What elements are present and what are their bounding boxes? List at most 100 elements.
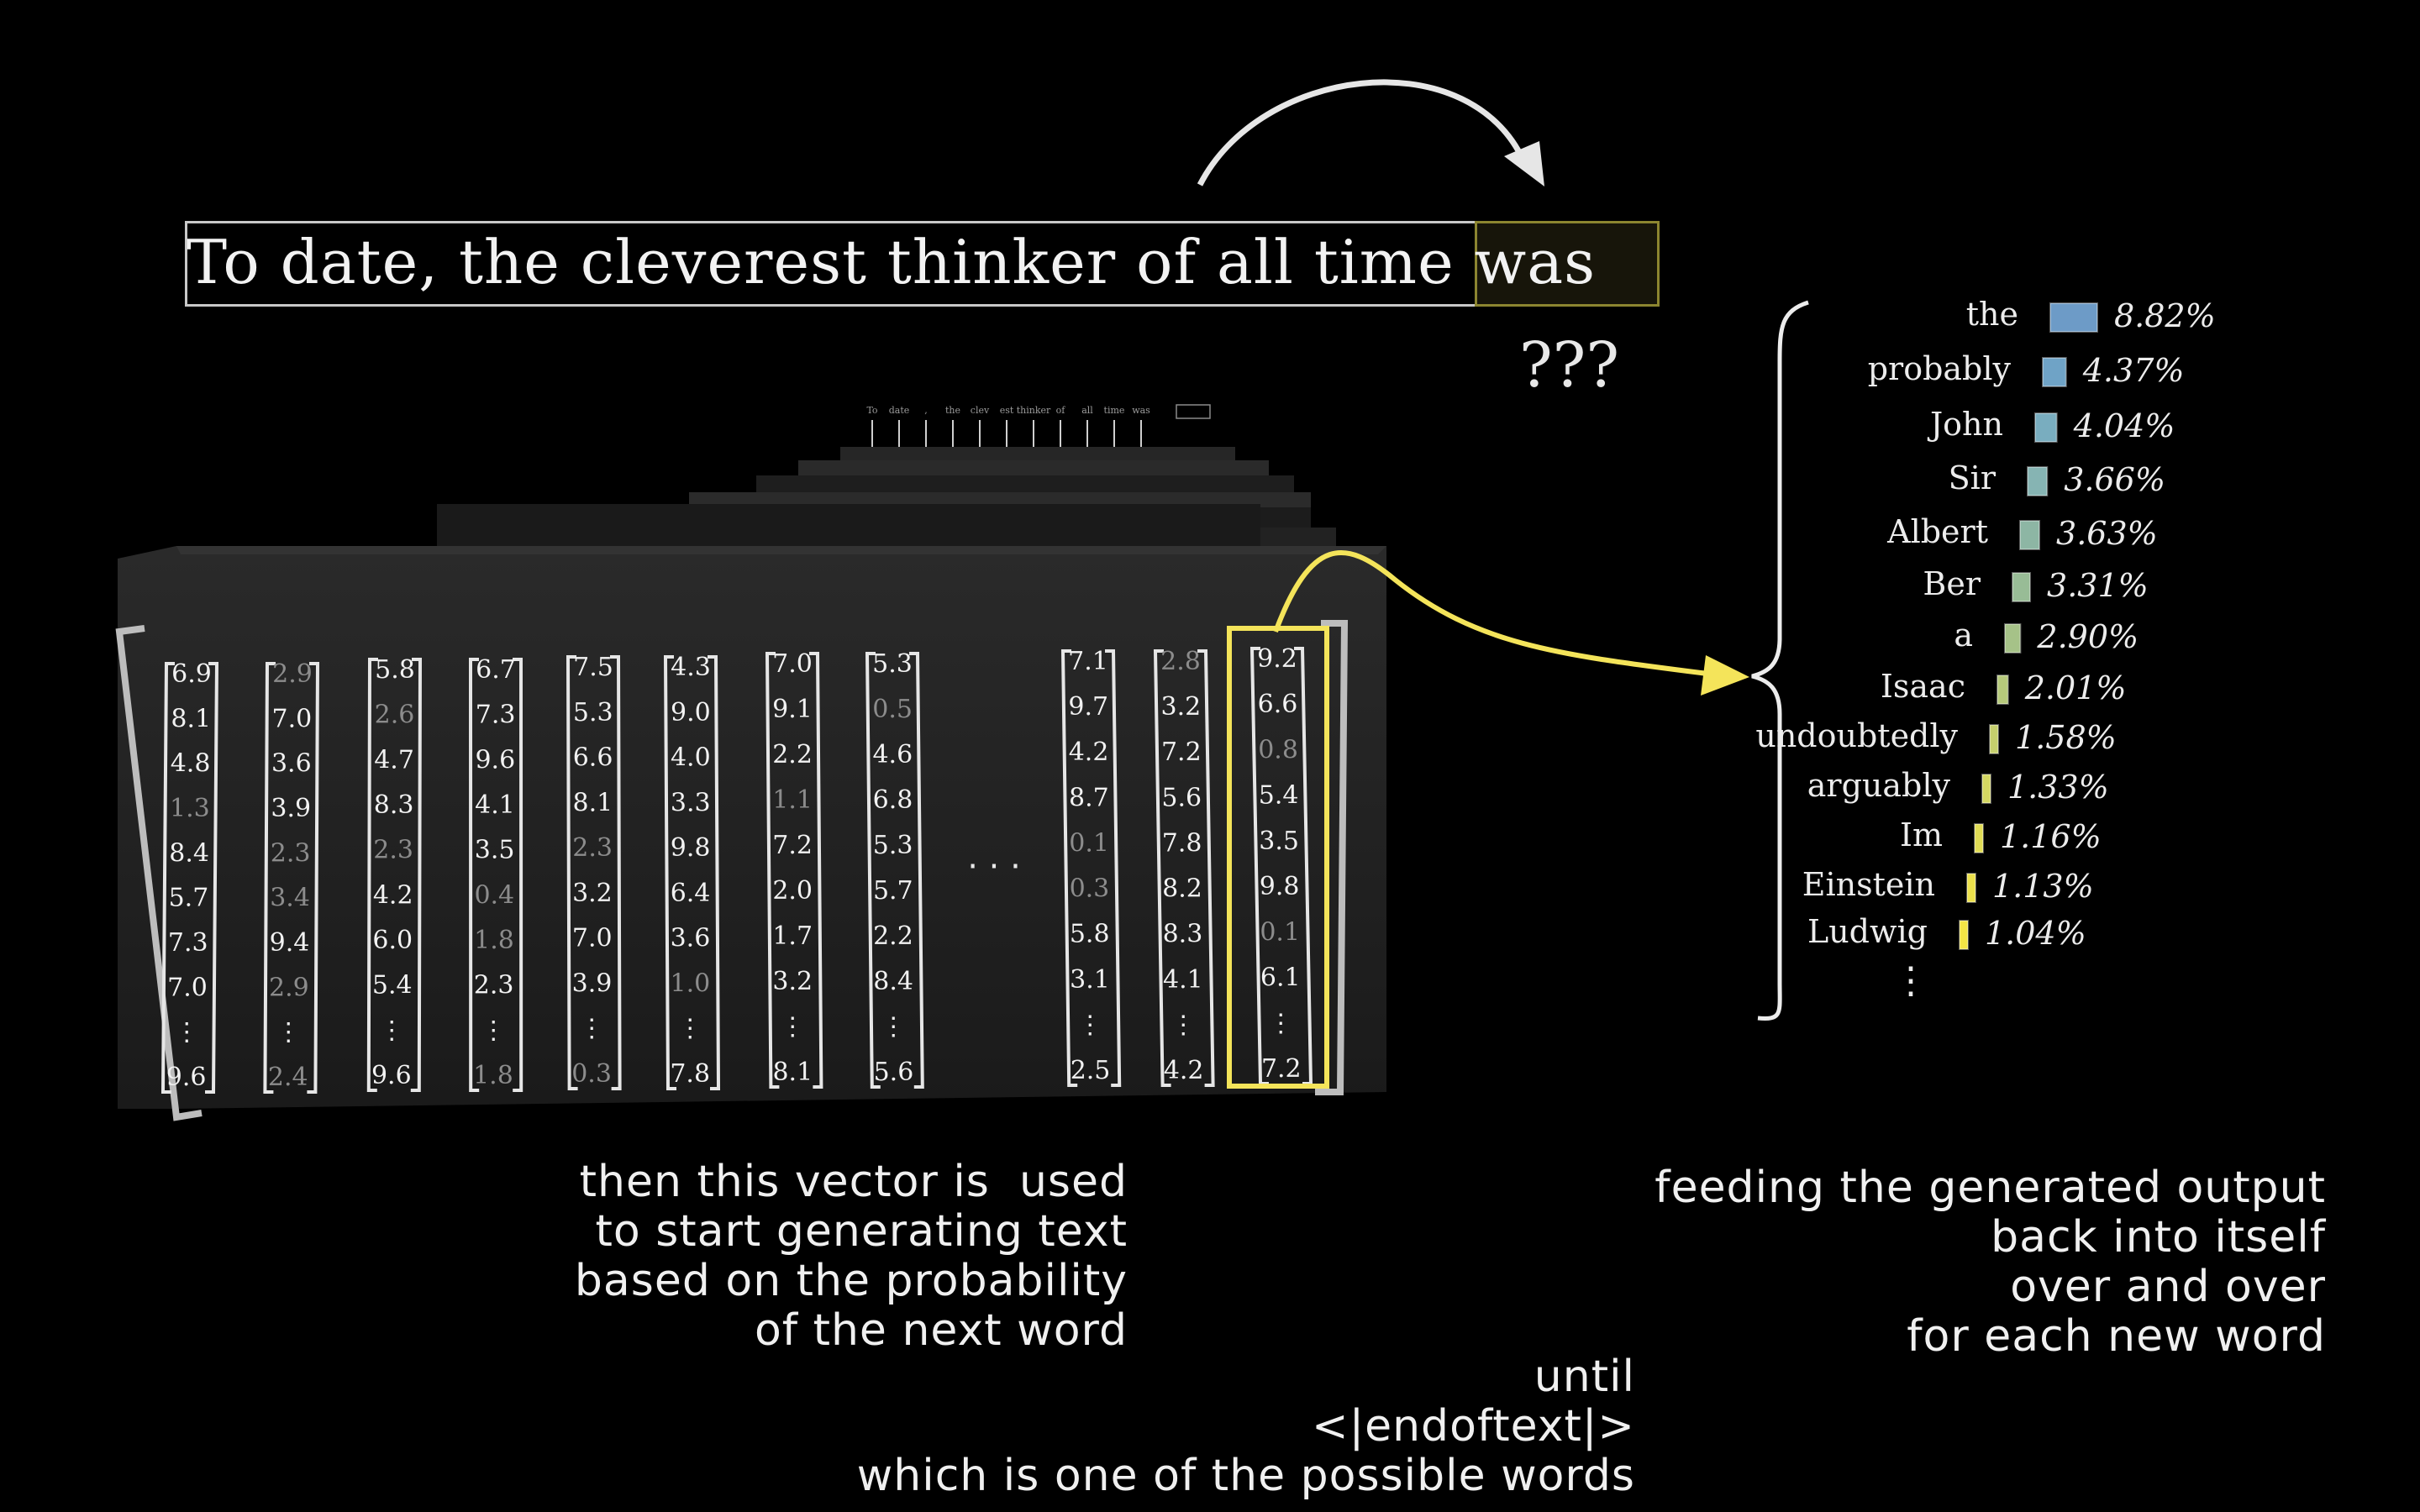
vector-value: 0.5 bbox=[872, 695, 913, 724]
front-block-top bbox=[176, 546, 1386, 554]
distribution-percent: 2.01% bbox=[2024, 669, 2127, 706]
vector-value: 1.0 bbox=[671, 969, 711, 998]
vector-value: 1.7 bbox=[772, 921, 813, 951]
vector-value: 5.3 bbox=[873, 831, 913, 860]
vector-value: 5.3 bbox=[872, 649, 913, 679]
vector-value: 6.6 bbox=[573, 743, 613, 773]
column-left-bracket bbox=[1153, 649, 1171, 1087]
vector-value: 0.1 bbox=[1069, 828, 1109, 858]
vector-value: 1.3 bbox=[170, 794, 210, 823]
vector-value: 0.1 bbox=[1260, 917, 1300, 947]
vector-value: ⋮ bbox=[1268, 1009, 1293, 1038]
distribution-percent: 2.90% bbox=[2037, 618, 2139, 655]
probability-bar bbox=[1981, 774, 1991, 804]
prompt-text: To date, the cleverest thinker of all ti… bbox=[187, 227, 1597, 297]
vector-value: 3.5 bbox=[1259, 827, 1299, 856]
distribution-word: probably bbox=[1867, 350, 2011, 387]
column-left-bracket bbox=[366, 658, 378, 1092]
vector-value: 0.3 bbox=[571, 1059, 612, 1089]
vector-value: 5.8 bbox=[375, 655, 415, 685]
vector-value: 9.8 bbox=[1260, 872, 1300, 901]
column-left-bracket bbox=[663, 655, 676, 1090]
vector-to-distribution-arrow bbox=[1273, 550, 1715, 677]
distribution-word: Isaac bbox=[1880, 668, 1965, 705]
column-left-bracket bbox=[1060, 649, 1078, 1087]
distribution-percent: 1.58% bbox=[2015, 719, 2117, 756]
vector-value: ⋮ bbox=[780, 1012, 805, 1042]
column-right-bracket bbox=[909, 652, 924, 1089]
vector-value: 2.3 bbox=[474, 971, 514, 1000]
distribution-more: ⋮ bbox=[1892, 959, 1929, 1002]
vector-value: ⋮ bbox=[276, 1018, 301, 1047]
distant-token: clev bbox=[971, 405, 990, 416]
probability-bar bbox=[2034, 412, 2058, 443]
vector-value: 3.5 bbox=[475, 836, 515, 865]
vector-value: 3.2 bbox=[572, 879, 613, 908]
vector-value: 2.0 bbox=[772, 876, 813, 906]
column-right-bracket bbox=[708, 655, 721, 1090]
vector-value: ⋮ bbox=[881, 1012, 906, 1042]
vector-value: 7.0 bbox=[272, 704, 313, 733]
distribution-word: arguably bbox=[1807, 767, 1950, 804]
vector-value: 1.8 bbox=[473, 1061, 513, 1090]
vector-value: 3.1 bbox=[1070, 965, 1110, 995]
vector-value: 0.4 bbox=[474, 880, 514, 910]
vector-value: ⋮ bbox=[379, 1016, 404, 1045]
vector-value: 8.7 bbox=[1069, 783, 1109, 812]
vector-value: 8.4 bbox=[873, 967, 913, 996]
distant-token: of bbox=[1056, 405, 1066, 416]
vector-value: 2.6 bbox=[375, 701, 415, 730]
probability-bar bbox=[1959, 920, 1969, 950]
distant-token: was bbox=[1132, 405, 1150, 416]
probability-bar bbox=[2027, 466, 2049, 496]
vector-value: 2.4 bbox=[268, 1063, 308, 1092]
vector-value: 1.8 bbox=[474, 926, 514, 955]
vector-value: ⋮ bbox=[677, 1014, 702, 1043]
probability-bar bbox=[2049, 302, 2098, 333]
vector-value: 5.7 bbox=[873, 876, 913, 906]
vector-value: 7.2 bbox=[1261, 1054, 1302, 1084]
caption-right: feeding the generated output back into i… bbox=[1655, 1163, 2326, 1362]
distant-token: time bbox=[1104, 405, 1125, 416]
vector-value: 3.4 bbox=[270, 884, 310, 913]
vector-value: 7.0 bbox=[167, 973, 208, 1002]
arrowhead-white bbox=[1504, 141, 1544, 186]
distribution-bars bbox=[1959, 302, 2098, 950]
vector-value: 6.6 bbox=[1258, 690, 1298, 719]
vector-value: ⋮ bbox=[174, 1018, 199, 1047]
distant-token: all bbox=[1081, 405, 1093, 416]
distribution-word: Einstein bbox=[1802, 866, 1935, 903]
column-left-bracket bbox=[566, 655, 578, 1090]
distribution-word: Sir bbox=[1948, 459, 1996, 496]
feedback-arrow bbox=[1197, 79, 1524, 186]
distribution-word: undoubtedly bbox=[1755, 717, 1958, 754]
column-left-bracket bbox=[765, 652, 780, 1089]
distant-token-box bbox=[1176, 404, 1211, 419]
vector-value: 5.4 bbox=[372, 971, 413, 1000]
vector-value: 9.0 bbox=[671, 698, 711, 727]
vector-value: 2.2 bbox=[772, 740, 813, 769]
vector-value: 0.3 bbox=[1070, 874, 1110, 904]
vector-value: 9.2 bbox=[1257, 644, 1297, 674]
vector-value: 2.3 bbox=[572, 833, 613, 863]
vector-value: 4.3 bbox=[671, 653, 711, 682]
distant-token: the bbox=[945, 405, 960, 416]
vector-value: 9.1 bbox=[772, 695, 813, 724]
arrowhead-yellow bbox=[1701, 655, 1749, 696]
vector-value: 5.6 bbox=[874, 1058, 914, 1087]
vector-value: 7.3 bbox=[168, 928, 208, 958]
vector-value: 2.5 bbox=[1071, 1056, 1111, 1085]
caption-left: then this vector is used to start genera… bbox=[574, 1157, 1128, 1356]
matrix-left-bracket bbox=[115, 625, 203, 1121]
vector-value: 8.1 bbox=[573, 788, 613, 817]
vector-value: 3.9 bbox=[271, 794, 311, 823]
distribution-percent: 1.13% bbox=[1992, 868, 2094, 905]
vector-value: 4.1 bbox=[475, 790, 515, 820]
distribution-word: John bbox=[1929, 406, 2003, 443]
probability-bar bbox=[2004, 623, 2022, 654]
probability-bar bbox=[1989, 724, 2000, 754]
vector-value: 6.0 bbox=[372, 926, 413, 955]
vector-value: 2.2 bbox=[873, 921, 913, 951]
vector-value: 0.8 bbox=[1258, 735, 1298, 764]
